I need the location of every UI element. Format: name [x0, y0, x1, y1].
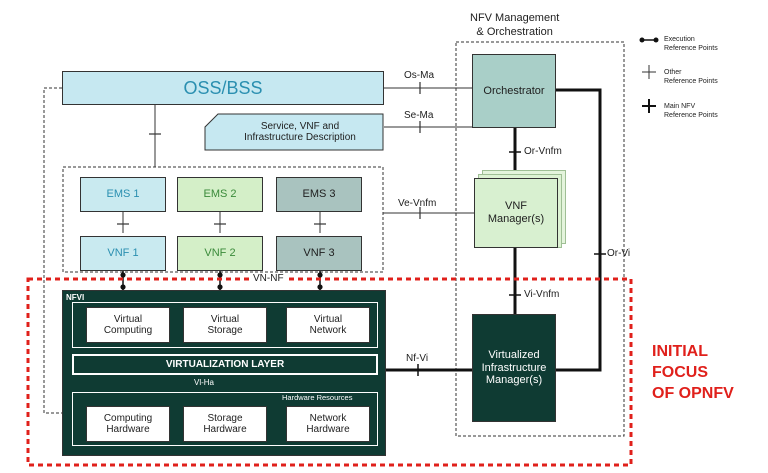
virtual-computing-box: Virtual Computing [86, 307, 170, 343]
or-vi-line [556, 88, 602, 372]
initial-focus-line2: FOCUS [652, 363, 708, 381]
oss-bss-label: OSS/BSS [183, 77, 263, 98]
network-hardware-line2: Hardware [306, 424, 350, 435]
vim-box: Virtualized Infrastructure Manager(s) [472, 314, 556, 422]
initial-focus-label: INITIAL FOCUS OF OPNFV [652, 342, 734, 404]
orchestrator-label: Orchestrator [483, 84, 545, 97]
service-description-line1: Service, VNF and [260, 120, 340, 132]
vim-line1: Virtualized [488, 349, 540, 362]
vnf3-exec-dot-bottom [317, 284, 323, 290]
vnf-manager-box: VNF Manager(s) [474, 178, 558, 248]
legend-execution-line1: Execution [664, 36, 695, 43]
initial-focus-line1: INITIAL [652, 343, 708, 360]
or-vnfm-label: Or-Vnfm [524, 146, 562, 157]
storage-hardware-line1: Storage [207, 412, 243, 424]
vim-line3: Manager(s) [485, 374, 543, 387]
vnf-2-label: VNF 2 [204, 247, 236, 260]
legend-other-label: Other Reference Points [664, 68, 718, 86]
storage-hardware-line2: Hardware [203, 424, 247, 435]
vnf-2-box: VNF 2 [177, 236, 263, 271]
vnf2-exec-dot-top [217, 272, 223, 278]
virtualization-layer-label: VIRTUALIZATION LAYER [165, 358, 285, 370]
legend-other-line2: Reference Points [664, 78, 718, 86]
vnf-group-frame [62, 166, 384, 273]
virtual-network-line2: Network [309, 325, 347, 336]
vnf-manager-line2: Manager(s) [487, 213, 545, 225]
vnf-3-box: VNF 3 [276, 236, 362, 271]
vnf1-exec-dot-bottom [120, 284, 126, 290]
virtual-storage-box: Virtual Storage [183, 307, 267, 343]
virtual-resources-panel [72, 302, 378, 348]
virtual-storage-line1: Virtual [210, 313, 240, 325]
ems-3-box: EMS 3 [276, 177, 362, 212]
initial-focus-frame [26, 277, 633, 467]
nfv-mano-title-line2: & Orchestration [476, 25, 553, 38]
os-ma-label: Os-Ma [404, 70, 434, 81]
nfvi-label: NFVI [66, 293, 85, 302]
legend-execution-line2: Reference Points [664, 45, 718, 53]
ems-1-box: EMS 1 [80, 177, 166, 212]
ems-2-label: EMS 2 [203, 188, 237, 201]
legend-exec-dot-right [653, 37, 659, 43]
orchestrator-box: Orchestrator [472, 54, 556, 128]
vnf-3-label: VNF 3 [303, 247, 335, 260]
vn-nf-label: VN-NF [250, 273, 287, 284]
vnf3-exec-dot-top [317, 272, 323, 278]
vi-ha-label: Vl-Ha [194, 378, 215, 387]
oss-bss-box: OSS/BSS [62, 71, 384, 105]
nfv-mano-frame [455, 41, 625, 437]
virtualization-layer-box: VIRTUALIZATION LAYER [72, 354, 378, 375]
nfv-mano-title-line1: NFV Management [470, 12, 560, 24]
nfv-mano-title: NFV Management & Orchestration [470, 12, 559, 40]
service-description-line2: Infrastructure Description [244, 132, 356, 143]
virtual-storage-line2: Storage [207, 325, 243, 336]
legend-main-label: Main NFV Reference Points [664, 102, 718, 120]
computing-hardware-line2: Hardware [106, 424, 150, 435]
ems-2-box: EMS 2 [177, 177, 263, 212]
legend-main-line1: Main NFV [664, 103, 696, 110]
service-description-shape [204, 113, 384, 151]
legend-execution-label: Execution Reference Points [664, 35, 718, 53]
network-hardware-box: Network Hardware [286, 406, 370, 442]
nf-vi-label: Nf-Vi [406, 353, 429, 364]
vnf1-exec-dot-top [120, 272, 126, 278]
ve-vnfm-label: Ve-Vnfm [398, 198, 437, 209]
vnf2-exec-dot-bottom [217, 284, 223, 290]
virtual-computing-line1: Virtual [113, 313, 143, 325]
oss-to-hardware-link [43, 87, 62, 414]
initial-focus-line3: OF OPNFV [652, 384, 734, 402]
computing-hardware-box: Computing Hardware [86, 406, 170, 442]
ems-3-label: EMS 3 [302, 188, 336, 201]
service-description-text: Service, VNF and Infrastructure Descript… [204, 113, 384, 151]
vim-line2: Infrastructure [481, 361, 547, 374]
or-vi-label: Or-Vi [607, 248, 631, 259]
network-hardware-line1: Network [309, 412, 347, 424]
computing-hardware-line1: Computing [103, 412, 153, 424]
virtual-network-line1: Virtual [313, 313, 343, 325]
hardware-resources-label: Hardware Resources [282, 393, 353, 402]
vi-vnfm-label: Vi-Vnfm [524, 289, 560, 300]
vnf-1-box: VNF 1 [80, 236, 166, 271]
vnf-1-label: VNF 1 [107, 247, 139, 260]
se-ma-label: Se-Ma [404, 110, 434, 121]
legend-exec-dot-left [639, 37, 645, 43]
virtual-network-box: Virtual Network [286, 307, 370, 343]
storage-hardware-box: Storage Hardware [183, 406, 267, 442]
virtual-computing-line2: Computing [103, 325, 153, 336]
legend-main-line2: Reference Points [664, 112, 718, 120]
vnf-manager-line1: VNF [505, 200, 527, 213]
service-description-box: Service, VNF and Infrastructure Descript… [204, 113, 384, 151]
ems-1-label: EMS 1 [106, 188, 140, 201]
hardware-resources-panel [72, 392, 378, 446]
legend-other-line1: Other [664, 69, 682, 76]
